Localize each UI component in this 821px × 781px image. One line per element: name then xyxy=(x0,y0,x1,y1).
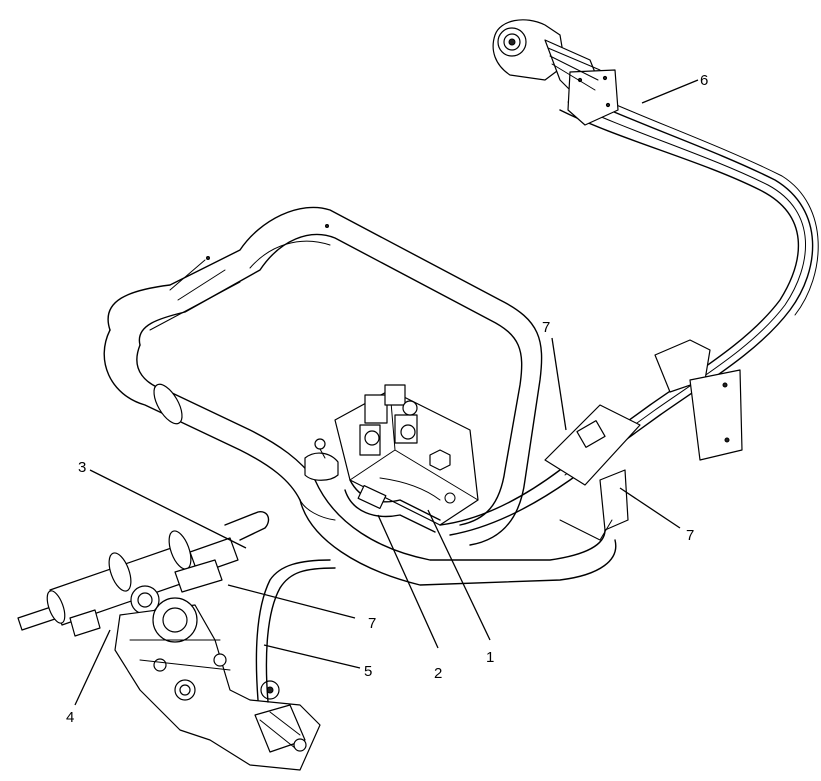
hose-bundle xyxy=(439,89,819,536)
leader-1 xyxy=(427,509,491,641)
callout-1: 1 xyxy=(486,649,494,666)
rotary-coupling xyxy=(492,19,619,126)
pump-supply-hose xyxy=(255,559,336,703)
callout-7-bottom: 7 xyxy=(368,615,376,632)
callout-7-top: 7 xyxy=(542,319,550,336)
valve-hoses xyxy=(344,477,441,533)
leader-5 xyxy=(263,644,361,669)
callout-3: 3 xyxy=(78,459,86,476)
callout-2: 2 xyxy=(434,665,442,682)
valve-block xyxy=(304,384,479,526)
hydraulic-pump xyxy=(114,585,321,771)
leader-3 xyxy=(89,469,247,549)
callouts: 6 7 7 3 7 5 2 1 4 xyxy=(66,72,708,726)
leader-lines xyxy=(74,79,699,706)
leader-4 xyxy=(74,629,111,706)
callout-7-right: 7 xyxy=(686,527,694,544)
mounting-bracket-right xyxy=(544,339,743,541)
leader-6 xyxy=(641,79,699,104)
tubular-frame xyxy=(103,206,617,586)
leader-2 xyxy=(377,514,439,649)
callout-4: 4 xyxy=(66,709,74,726)
hydraulic-cylinder xyxy=(17,530,239,637)
leader-7-bottom xyxy=(227,584,356,619)
callout-5: 5 xyxy=(364,663,372,680)
callout-6: 6 xyxy=(700,72,708,89)
leader-7-top xyxy=(551,337,567,431)
leader-7-right xyxy=(619,487,681,529)
